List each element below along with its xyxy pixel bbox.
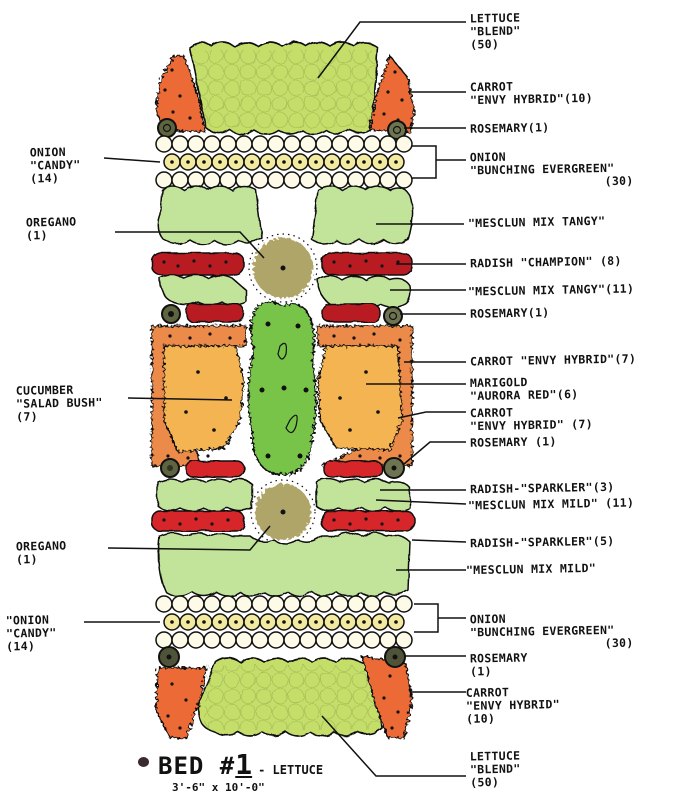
label-onion-bunching-top: ONION"BUNCHING EVERGREEN" (30) — [469, 149, 634, 189]
bed-label: BED # — [158, 752, 236, 780]
bed-number: 1 — [235, 748, 253, 781]
bullet-dot — [138, 757, 149, 767]
onion-band-top — [155, 135, 413, 189]
label-rosemary-top: ROSEMARY(1) — [469, 120, 550, 136]
radish-champion-row — [151, 252, 413, 276]
rosemary-top-left — [157, 118, 177, 138]
carrot-envy-hybrid-bottom-right — [360, 655, 413, 739]
bed-dimensions: 3'-6" x 10'-0" — [172, 781, 265, 794]
label-onion-bunching-bottom: ONION"BUNCHING EVERGREEN" (30) — [469, 611, 634, 651]
label-radish-champion: RADISH "CHAMPION" (8) — [469, 253, 622, 271]
carrot-envy-hybrid-top-right — [369, 54, 415, 133]
mesclun-mix-mild-upper — [157, 478, 411, 512]
label-lettuce-blend-top: LETTUCE"BLEND"(50) — [469, 10, 521, 52]
mesclun-mix-tangy-upper — [157, 185, 414, 245]
label-oregano-lower: OREGANO(1) — [15, 538, 67, 567]
label-mesclun-tangy-1: "MESCLUN MIX TANGY" — [467, 213, 606, 231]
lettuce-blend-top — [189, 41, 379, 135]
rosemary-bottom-left — [158, 646, 180, 668]
label-carrot-mid-lower: CARROT"ENVY HYBRID" (7) — [469, 405, 594, 434]
lettuce-blend-bottom — [198, 657, 383, 737]
label-onion-candy-bottom: "ONION"CANDY"(14) — [5, 612, 57, 654]
bed-theme: - LETTUCE — [258, 763, 324, 777]
bed-title: BED #1 - LETTUCE — [158, 748, 323, 781]
carrot-envy-hybrid-top-left — [155, 55, 206, 133]
label-oregano-upper: OREGANO(1) — [25, 214, 77, 243]
label-lettuce-blend-bottom: LETTUCE"BLEND"(50) — [469, 748, 521, 790]
rosemary-bottom-right — [384, 646, 406, 668]
marigold-aurora-red-right — [317, 345, 403, 451]
label-onion-candy-top: ONION"CANDY"(14) — [29, 144, 81, 186]
radish-champion-small-row — [185, 303, 381, 323]
rosemary-mid-upper-right — [383, 306, 403, 326]
label-radish-sparkler-5: RADISH-"SPARKLER"(5) — [469, 533, 615, 551]
oregano-lower — [250, 479, 316, 545]
label-marigold: MARIGOLD"AURORA RED"(6) — [469, 374, 579, 403]
label-mesclun-mild-2: "MESCLUN MIX MILD" — [465, 560, 597, 578]
mesclun-mix-mild-lower — [158, 532, 411, 597]
label-rosemary-mid-lower: ROSEMARY (1) — [469, 434, 557, 450]
rosemary-mid-lower-left — [160, 458, 180, 478]
label-cucumber: CUCUMBER"SALAD BUSH"(7) — [15, 382, 103, 424]
label-rosemary-bottom: ROSEMARY(1) — [469, 650, 528, 679]
label-carrot-top: CARROT"ENVY HYBRID"(10) — [469, 79, 594, 108]
label-rosemary-mid-upper: ROSEMARY(1) — [469, 305, 550, 321]
radish-sparkler-3-row — [185, 460, 383, 478]
oregano-upper — [248, 233, 318, 303]
label-carrot-bottom: CARROT"ENVY HYBRID"(10) — [465, 685, 561, 726]
leader-lines — [84, 21, 467, 777]
rosemary-mid-upper-left — [161, 304, 181, 324]
label-radish-sparkler-3: RADISH-"SPARKLER"(3) — [469, 479, 615, 497]
carrot-envy-hybrid-bottom-left — [155, 667, 207, 739]
radish-sparkler-5-row — [151, 510, 415, 532]
rosemary-mid-lower-right — [383, 457, 405, 479]
onion-band-bottom — [155, 595, 413, 649]
mesclun-mix-tangy-lower — [159, 274, 412, 308]
rosemary-top-right — [387, 120, 407, 140]
